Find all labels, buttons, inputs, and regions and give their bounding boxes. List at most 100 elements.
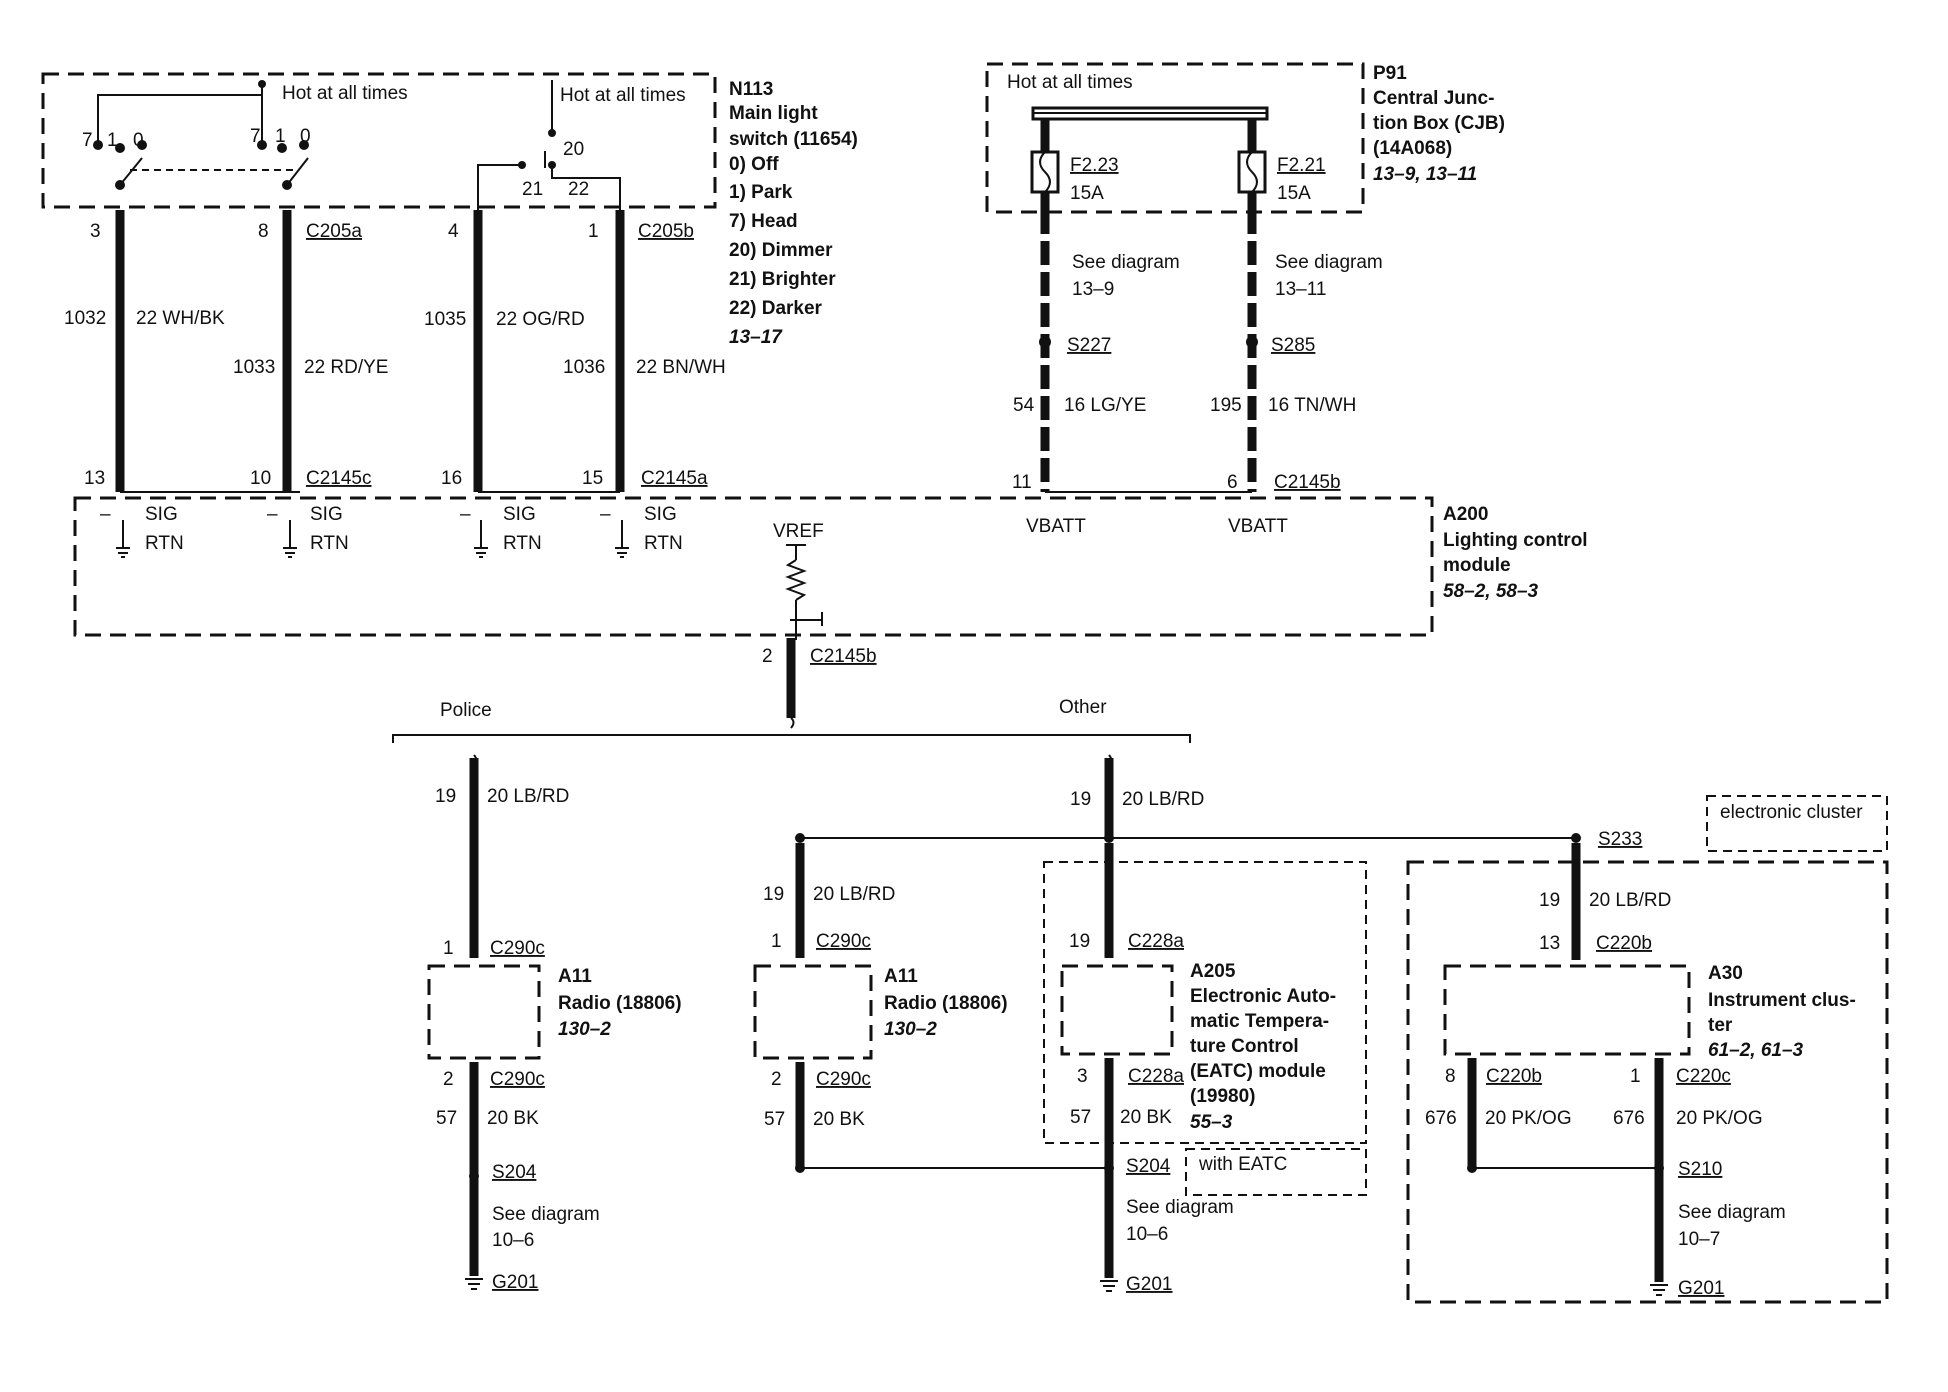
see-diagram-label: See diagram xyxy=(1126,1197,1234,1218)
fuse-2-label: F2.21 xyxy=(1277,155,1326,176)
pin-label: 1 xyxy=(588,221,599,242)
pin-label: 13 xyxy=(84,468,105,489)
ground-label: G201 xyxy=(1678,1278,1724,1299)
minus-label: – xyxy=(100,504,111,525)
radio-other-box xyxy=(753,964,873,1060)
switch-pos-park: 1) Park xyxy=(729,182,793,203)
circuit-number: 1032 xyxy=(64,308,106,329)
central-junction-box: Hot at all times F2.23 15A F2.21 15A P91… xyxy=(985,62,1505,214)
eatc-title-3: ture Control xyxy=(1190,1036,1299,1057)
eatc-boundary xyxy=(1043,861,1367,1144)
wire-gauge: 22 RD/YE xyxy=(304,357,388,378)
switch-pos-label: 22 xyxy=(568,179,589,200)
lcm-boundary xyxy=(73,496,1434,637)
cjb-hot-label: Hot at all times xyxy=(1007,72,1133,93)
cjb-ref: 13–9, 13–11 xyxy=(1373,164,1477,185)
fuse-1-label: F2.23 xyxy=(1070,155,1119,176)
circuit-number: 1036 xyxy=(563,357,605,378)
pin-label: 3 xyxy=(1077,1066,1088,1087)
eatc-id: A205 xyxy=(1190,961,1236,982)
wire-gauge: 16 LG/YE xyxy=(1064,395,1146,416)
wire-gauge: 22 OG/RD xyxy=(496,309,585,330)
wire-gauge: 20 PK/OG xyxy=(1676,1108,1763,1129)
lcm-ref: 58–2, 58–3 xyxy=(1443,581,1539,602)
upper-wires: 3 1032 22 WH/BK 13 8 C205a 1033 22 RD/YE… xyxy=(64,210,1383,493)
pin-label: 1 xyxy=(443,938,454,959)
pin-label: 6 xyxy=(1227,472,1238,493)
wire-gauge: 20 LB/RD xyxy=(1122,789,1204,810)
see-diagram-ref: 13–9 xyxy=(1072,279,1114,300)
splice-label: S210 xyxy=(1678,1159,1722,1180)
minus-label: – xyxy=(267,504,278,525)
circuit-number: 676 xyxy=(1425,1108,1457,1129)
see-diagram-ref: 13–11 xyxy=(1275,279,1326,300)
circuit-number: 19 xyxy=(763,884,784,905)
connector-label: C290c xyxy=(816,931,871,952)
switch-pos-label: 7 xyxy=(82,130,93,151)
minus-label: – xyxy=(600,504,611,525)
ground-icon xyxy=(116,520,130,558)
circuit-number: 57 xyxy=(764,1109,785,1130)
hot-label-1: Hot at all times xyxy=(282,83,408,104)
radio-id: A11 xyxy=(558,966,592,987)
connector-label: C290c xyxy=(490,938,545,959)
police-radio-branch: 19 20 LB/RD 1 C290c A11 Radio (18806) 13… xyxy=(427,754,682,1293)
ground-icon xyxy=(474,520,488,558)
sig-label: SIG xyxy=(310,504,343,525)
with-eatc-box xyxy=(1185,1148,1367,1196)
resistor-icon xyxy=(785,559,807,601)
cjb-title-3: (14A068) xyxy=(1373,138,1452,159)
cluster-title-2: ter xyxy=(1708,1015,1733,1036)
cjb-title-1: Central Junc- xyxy=(1373,88,1494,109)
pin-label: 2 xyxy=(762,646,773,667)
ground-label: G201 xyxy=(492,1272,538,1293)
wire-gauge: 20 PK/OG xyxy=(1485,1108,1572,1129)
connector-label: C2145a xyxy=(641,468,708,489)
pin-label: 19 xyxy=(1069,931,1090,952)
see-diagram-ref: 10–6 xyxy=(492,1230,534,1251)
hot-label-2: Hot at all times xyxy=(560,85,686,106)
pin-label: 1 xyxy=(771,931,782,952)
rtn-label: RTN xyxy=(310,533,349,554)
circuit-number: 54 xyxy=(1013,395,1035,416)
wire-gauge: 20 LB/RD xyxy=(487,786,569,807)
radio-ref: 130–2 xyxy=(558,1019,611,1040)
wire-gauge: 22 WH/BK xyxy=(136,308,225,329)
vref-branch: 2 C2145b Police Other xyxy=(392,638,1191,743)
cluster-boundary xyxy=(1406,860,1889,1304)
pin-label: 2 xyxy=(771,1069,782,1090)
vref-label: VREF xyxy=(773,521,824,542)
connector-label: C220c xyxy=(1676,1066,1731,1087)
splice-label: S285 xyxy=(1271,335,1315,356)
fuse-1-amp: 15A xyxy=(1070,183,1104,204)
radio-police-box xyxy=(427,964,541,1060)
connector-label: C228a xyxy=(1128,931,1184,952)
connector-label: C220b xyxy=(1486,1066,1542,1087)
circuit-number: 195 xyxy=(1210,395,1242,416)
other-branch-feed: 19 20 LB/RD S233 xyxy=(795,754,1642,850)
connector-label: C2145b xyxy=(810,646,877,667)
eatc-module-box xyxy=(1060,964,1174,1056)
pin-label: 8 xyxy=(1445,1066,1456,1087)
cjb-id: P91 xyxy=(1373,63,1407,84)
see-diagram-label: See diagram xyxy=(492,1204,600,1225)
cluster-module-box xyxy=(1443,964,1691,1056)
wire-gauge: 20 LB/RD xyxy=(1589,890,1671,911)
switch-ref: 13–17 xyxy=(729,327,783,348)
circuit-number: 57 xyxy=(1070,1107,1091,1128)
switch-title-2: switch (11654) xyxy=(729,129,858,150)
lcm-title-2: module xyxy=(1443,555,1511,576)
pin-label: 4 xyxy=(448,221,459,242)
see-diagram-ref: 10–7 xyxy=(1678,1229,1720,1250)
main-light-switch: Hot at all times Hot at all times 7 1 0 … xyxy=(41,72,858,348)
switch-boundary xyxy=(41,72,717,209)
connector-label: C2145c xyxy=(306,468,372,489)
wire-gauge: 20 LB/RD xyxy=(813,884,895,905)
vbatt-2: VBATT xyxy=(1228,516,1288,537)
connector-label: C290c xyxy=(816,1069,871,1090)
pin-label: 1 xyxy=(1630,1066,1641,1087)
other-radio-branch: 19 20 LB/RD 1 C290c A11 Radio (18806) 13… xyxy=(753,843,1109,1173)
lcm-id: A200 xyxy=(1443,504,1488,525)
switch-pos-label: 1 xyxy=(107,130,118,151)
see-diagram-label: See diagram xyxy=(1072,252,1180,273)
